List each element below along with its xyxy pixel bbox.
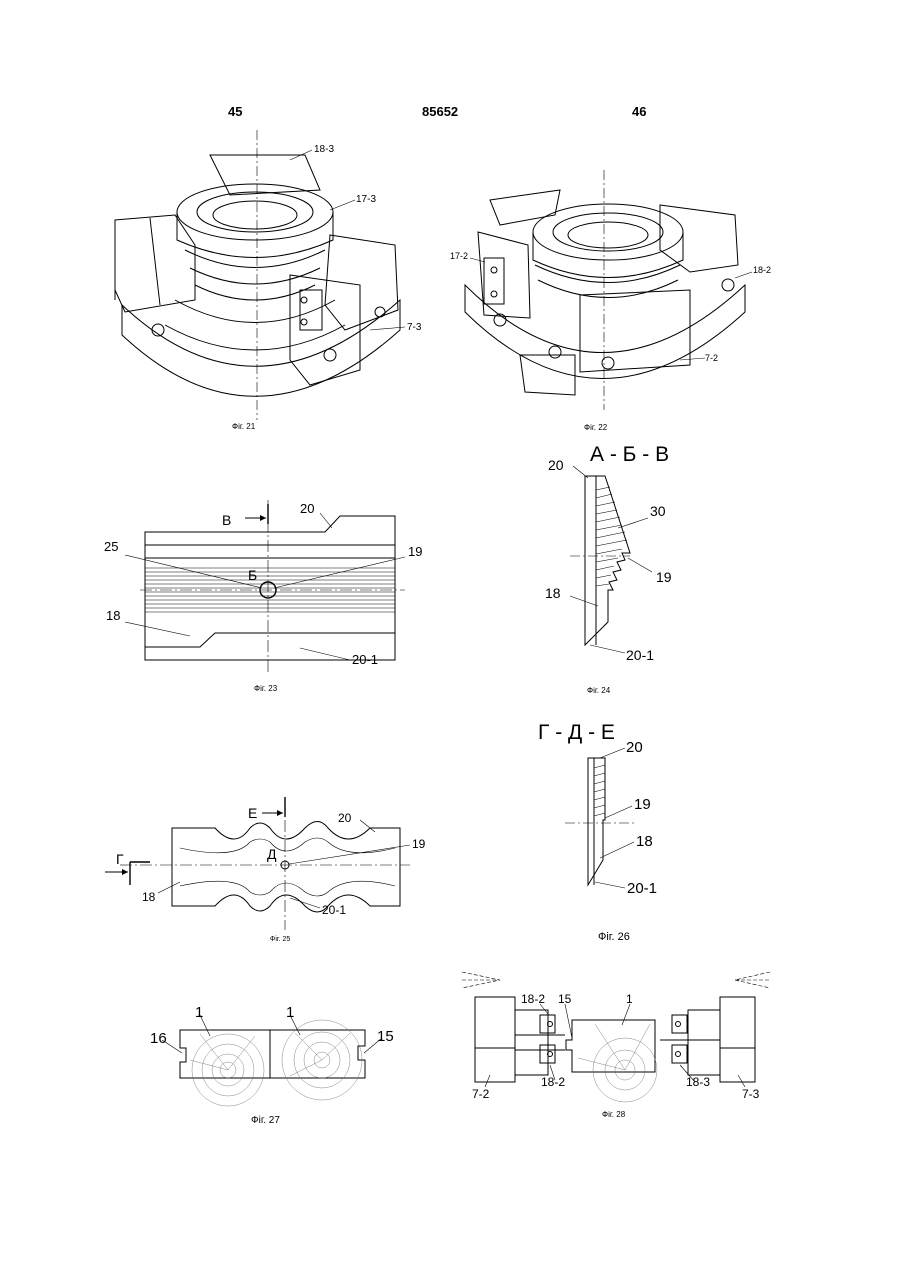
fig28-label-18-3: 18-3 [686, 1075, 710, 1089]
fig23-label-20: 20 [300, 501, 314, 516]
figure-27-drawing [162, 1015, 382, 1106]
fig25-label-e: Е [248, 805, 257, 821]
fig27-label-15: 15 [377, 1028, 394, 1045]
fig26-section-title: Г - Д - Е [538, 721, 615, 744]
fig24-section-title: А - Б - В [590, 443, 669, 466]
fig22-label-7-2: 7-2 [705, 353, 718, 363]
fig26-label-20: 20 [626, 739, 643, 756]
fig23-caption: Фіг. 23 [254, 684, 278, 693]
fig25-label-20-1: 20-1 [322, 903, 346, 917]
fig28-caption: Фіг. 28 [602, 1110, 626, 1119]
fig22-label-17-2: 17-2 [450, 251, 468, 261]
figure-22-drawing [465, 170, 752, 410]
fig27-caption: Фіг. 27 [251, 1115, 280, 1126]
fig28-label-7-3: 7-3 [742, 1087, 760, 1101]
fig28-label-1: 1 [626, 992, 633, 1006]
fig24-label-30: 30 [650, 503, 666, 519]
fig24-label-18: 18 [545, 585, 561, 601]
fig25-label-20: 20 [338, 811, 352, 825]
fig23-label-v: В [222, 512, 231, 528]
figure-28-drawing [462, 972, 770, 1102]
fig21-label-7-3: 7-3 [407, 322, 422, 333]
fig27-label-1a: 1 [195, 1004, 203, 1021]
fig25-label-g: Г [116, 851, 124, 867]
fig24-caption: Фіг. 24 [587, 686, 611, 695]
fig21-caption: Фіг. 21 [232, 422, 256, 431]
fig23-label-20-1: 20-1 [352, 652, 378, 667]
fig23-label-b: Б [248, 567, 257, 583]
fig26-label-20-1: 20-1 [627, 880, 657, 897]
fig28-label-7-2: 7-2 [472, 1087, 490, 1101]
fig22-caption: Фіг. 22 [584, 423, 608, 432]
fig25-label-18: 18 [142, 890, 156, 904]
fig25-caption: Фіг. 25 [270, 935, 290, 943]
fig21-label-17-3: 17-3 [356, 194, 376, 205]
fig24-label-20: 20 [548, 457, 564, 473]
fig26-label-18: 18 [636, 833, 653, 850]
fig26-caption: Фіг. 26 [598, 931, 630, 943]
fig23-label-25: 25 [104, 539, 118, 554]
fig28-label-15: 15 [558, 992, 572, 1006]
fig23-label-19: 19 [408, 544, 422, 559]
figure-24-drawing [570, 466, 652, 653]
fig27-label-16: 16 [150, 1030, 167, 1047]
fig21-label-18-3: 18-3 [314, 144, 334, 155]
fig26-label-19: 19 [634, 796, 651, 813]
fig22-label-18-2: 18-2 [753, 265, 771, 275]
figure-26-drawing [565, 748, 635, 888]
fig23-label-18: 18 [106, 608, 120, 623]
figure-25-drawing [105, 797, 410, 930]
fig24-label-20-1: 20-1 [626, 647, 654, 663]
figure-21-drawing [115, 130, 405, 420]
fig28-label-18-2-bottom: 18-2 [541, 1075, 565, 1089]
fig24-label-19: 19 [656, 569, 672, 585]
fig25-label-d: Д [267, 846, 277, 862]
fig25-label-19: 19 [412, 837, 426, 851]
fig28-label-18-2-top: 18-2 [521, 992, 545, 1006]
fig27-label-1b: 1 [286, 1004, 294, 1021]
figure-23-drawing [125, 500, 405, 672]
